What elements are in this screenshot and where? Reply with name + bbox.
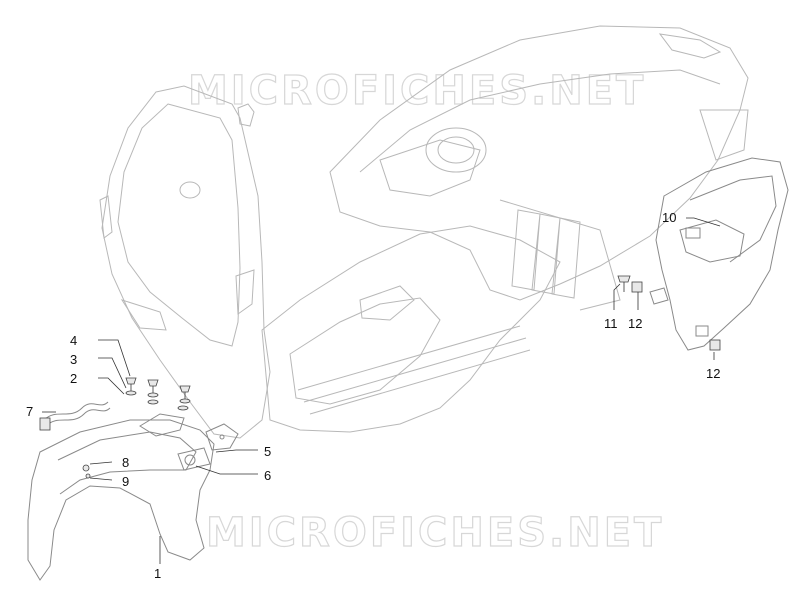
rear-mudguard-part-10	[649, 157, 789, 351]
callout-5: 5	[264, 444, 271, 459]
leader-lines	[42, 217, 721, 564]
screws-parts-2-3-4	[125, 377, 191, 411]
watermark-top: MICROFICHES.NET	[188, 68, 646, 114]
front-mudguard-part-1	[27, 413, 215, 581]
scooter-body-frame	[99, 25, 749, 439]
seal-part-5	[205, 423, 239, 451]
callout-10: 10	[662, 210, 676, 225]
wiring-harness-part-7	[39, 401, 111, 431]
callout-labels: 4 3 2 7 5 6 8 9 1 10 11 12 12	[26, 210, 720, 581]
callout-2: 2	[70, 371, 77, 386]
watermark-bottom: MICROFICHES.NET	[206, 510, 664, 556]
callout-4: 4	[70, 333, 77, 348]
callout-8: 8	[122, 455, 129, 470]
hardware-parts-11-12	[617, 275, 721, 351]
callout-12-upper: 12	[628, 316, 642, 331]
callout-3: 3	[70, 352, 77, 367]
callout-1: 1	[154, 566, 161, 581]
fasteners-parts-8-9	[82, 464, 91, 479]
callout-11: 11	[604, 316, 618, 331]
callout-9: 9	[122, 474, 129, 489]
callout-12-lower: 12	[706, 366, 720, 381]
callout-7: 7	[26, 404, 33, 419]
callout-6: 6	[264, 468, 271, 483]
